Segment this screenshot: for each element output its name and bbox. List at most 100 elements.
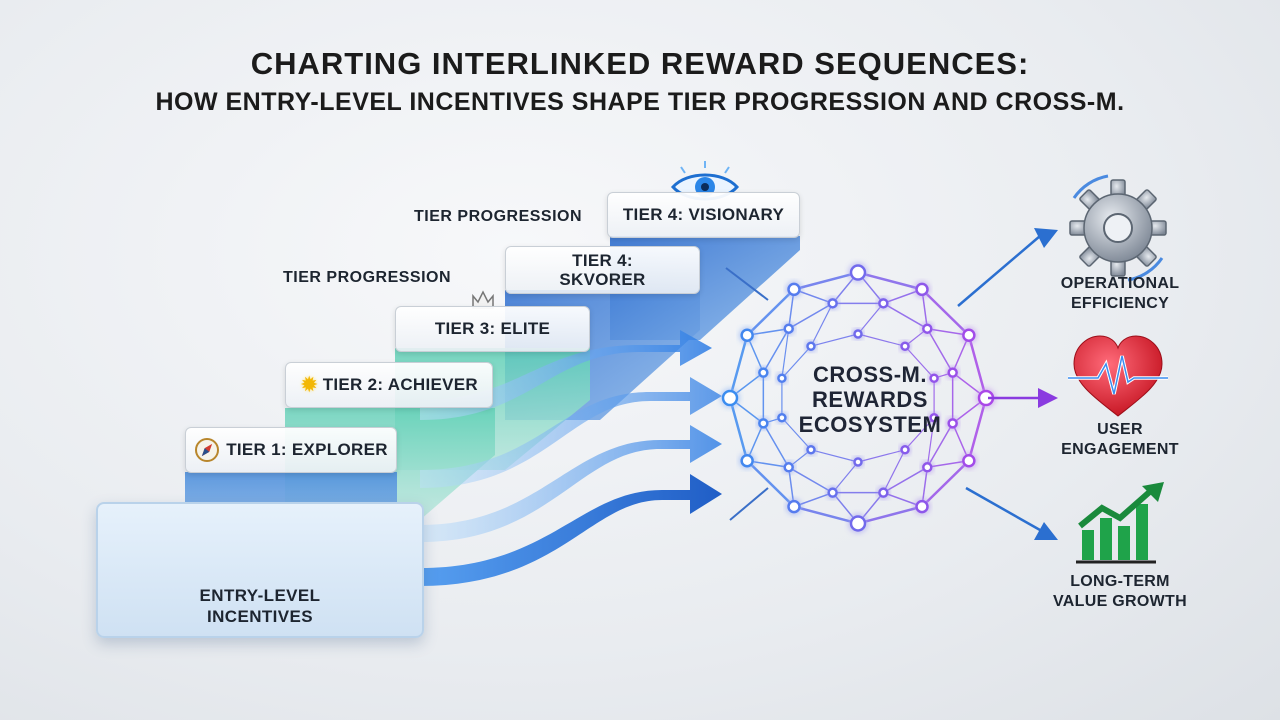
tier-progression-label-lower: TIER PROGRESSION <box>283 269 452 286</box>
outcome-long-term-value-growth: LONG-TERM VALUE GROWTH <box>1020 572 1220 612</box>
network-link <box>882 449 906 493</box>
network-node <box>900 445 910 455</box>
network-node <box>947 367 958 378</box>
network-link <box>781 417 812 451</box>
connector-lower-left <box>729 487 769 521</box>
arrowhead-growth <box>1034 522 1058 540</box>
network-link <box>883 288 923 305</box>
tier-1-text: TIER 1: EXPLORER <box>226 440 388 459</box>
network-link <box>793 505 859 525</box>
tier-3-text: TIER 3: ELITE <box>434 319 551 338</box>
network-link <box>857 271 923 291</box>
network-link <box>921 459 970 508</box>
tier-5-label: TIER 4: VISIONARY <box>607 192 800 238</box>
network-link <box>857 449 906 463</box>
entry-level-incentives-card <box>96 502 424 638</box>
network-node <box>878 487 889 498</box>
network-link <box>882 466 928 494</box>
network-node <box>740 453 754 468</box>
title-line-1: CHARTING INTERLINKED REWARD SEQUENCES: <box>250 46 1030 81</box>
network-link <box>810 333 859 347</box>
entry-label-line-1: ENTRY-LEVEL <box>199 586 321 605</box>
hub-label-line-2: REWARDS <box>812 387 928 412</box>
outcome-user-engagement: USER ENGAGEMENT <box>1020 420 1220 460</box>
network-node <box>787 282 801 297</box>
network-node <box>758 367 769 378</box>
outcome-1-line-2: EFFICIENCY <box>1070 295 1170 312</box>
network-node <box>740 328 754 343</box>
network-link <box>951 334 970 373</box>
network-link <box>793 491 833 508</box>
network-node <box>777 373 787 383</box>
network-link <box>927 327 969 337</box>
network-node <box>827 298 838 309</box>
arrowhead-efficiency <box>1034 228 1058 248</box>
star-burst-icon: ✹ <box>299 372 319 397</box>
network-link <box>728 334 749 399</box>
network-link <box>762 328 790 374</box>
flow-arrow-4 <box>420 474 722 586</box>
network-link <box>927 459 969 469</box>
network-link <box>883 491 923 508</box>
network-node <box>827 487 838 498</box>
gear-icon <box>1069 174 1167 282</box>
network-node <box>947 418 958 429</box>
network-link <box>793 288 833 305</box>
network-link <box>728 397 749 462</box>
network-node <box>758 418 769 429</box>
outcome-arrows <box>725 228 1058 540</box>
network-node <box>806 341 816 351</box>
outcome-2-line-2: ENGAGEMENT <box>1061 441 1179 458</box>
tier-5-text: TIER 4: VISIONARY <box>622 205 785 224</box>
outcome-2-line-1: USER <box>1097 421 1143 438</box>
network-node <box>853 457 863 467</box>
hub-label-line-3: ECOSYSTEM <box>798 412 942 437</box>
network-link <box>762 422 790 468</box>
tier-progression-label-upper: TIER PROGRESSION <box>414 208 583 225</box>
network-link <box>882 302 928 330</box>
network-node <box>962 328 976 343</box>
tier-4-text-line-1: TIER 4: <box>572 251 633 270</box>
tier-2-text: TIER 2: ACHIEVER <box>322 375 479 394</box>
network-link <box>832 461 859 494</box>
tier-1-label: TIER 1: EXPLORER <box>185 427 397 473</box>
network-link <box>926 417 935 468</box>
hub-label: CROSS-M. REWARDS ECOSYSTEM <box>760 362 980 437</box>
network-link <box>967 397 988 462</box>
heart-pulse-icon <box>1068 335 1168 417</box>
arrow-to-growth <box>965 486 1041 532</box>
network-node <box>915 282 929 297</box>
compass-icon <box>195 438 220 462</box>
tier-3-label: TIER 3: ELITE <box>395 306 590 352</box>
entry-level-incentives-label: ENTRY-LEVEL INCENTIVES <box>96 585 424 627</box>
network-node <box>721 389 739 407</box>
network-link <box>781 345 812 379</box>
network-node <box>922 323 933 334</box>
outcome-3-line-1: LONG-TERM <box>1070 573 1170 590</box>
network-node <box>783 323 794 334</box>
tier-4-text-line-2: SKVORER <box>559 270 646 289</box>
network-link <box>793 271 859 291</box>
network-link <box>810 449 859 463</box>
network-link <box>857 333 906 347</box>
arrow-to-efficiency <box>957 235 1041 307</box>
growth-chart-icon <box>1076 482 1164 564</box>
network-link <box>967 334 988 399</box>
network-link <box>904 417 935 451</box>
network-node <box>849 264 867 281</box>
network-link <box>747 327 789 337</box>
outcome-3-line-2: VALUE GROWTH <box>1053 593 1187 610</box>
arrowhead-engagement <box>1038 388 1058 408</box>
network-link <box>926 422 954 468</box>
network-link <box>810 303 834 347</box>
tier-4-label: TIER 4: SKVORER <box>505 246 700 294</box>
network-node <box>962 453 976 468</box>
outcome-1-line-1: OPERATIONAL <box>1060 275 1180 292</box>
network-node <box>922 462 933 473</box>
network-link <box>921 288 970 337</box>
network-node <box>853 329 863 339</box>
network-node <box>929 413 939 423</box>
network-node <box>915 499 929 514</box>
network-node <box>806 445 816 455</box>
network-node <box>878 298 889 309</box>
